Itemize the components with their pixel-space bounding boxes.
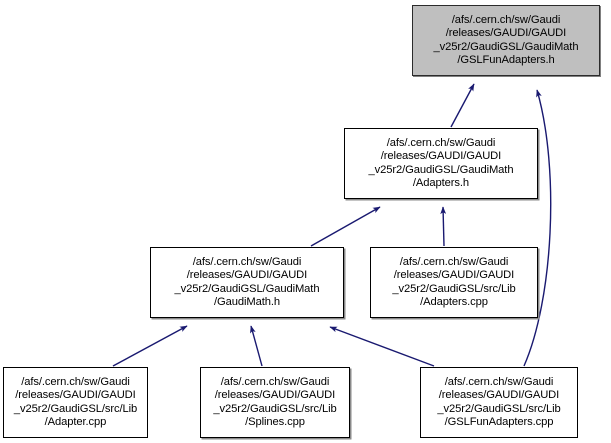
node-splines-cpp[interactable]: /afs/.cern.ch/sw/Gaudi /releases/GAUDI/G… xyxy=(200,367,350,438)
edge-gaudimath-h-to-adapters-h xyxy=(310,206,381,247)
node-label: /afs/.cern.ch/sw/Gaudi /releases/GAUDI/G… xyxy=(13,375,138,428)
node-label: /afs/.cern.ch/sw/Gaudi /releases/GAUDI/G… xyxy=(437,375,561,428)
edge-adapters-cpp-to-adapters-h xyxy=(440,206,447,247)
edge-adapter-cpp-to-gaudimath-h xyxy=(112,325,188,367)
node-gaudimath-h[interactable]: /afs/.cern.ch/sw/Gaudi /releases/GAUDI/G… xyxy=(150,247,344,318)
node-adapter-cpp[interactable]: /afs/.cern.ch/sw/Gaudi /releases/GAUDI/G… xyxy=(3,367,148,438)
node-adapters-cpp[interactable]: /afs/.cern.ch/sw/Gaudi /releases/GAUDI/G… xyxy=(370,247,538,318)
node-gslfunadapters-h[interactable]: /afs/.cern.ch/sw/Gaudi /releases/GAUDI/G… xyxy=(412,5,600,76)
node-adapters-h[interactable]: /afs/.cern.ch/sw/Gaudi /releases/GAUDI/G… xyxy=(344,128,538,199)
node-gslfunadapters-cpp[interactable]: /afs/.cern.ch/sw/Gaudi /releases/GAUDI/G… xyxy=(420,367,578,438)
node-label: /afs/.cern.ch/sw/Gaudi /releases/GAUDI/G… xyxy=(213,375,337,428)
node-label: /afs/.cern.ch/sw/Gaudi /releases/GAUDI/G… xyxy=(392,255,516,308)
node-label: /afs/.cern.ch/sw/Gaudi /releases/GAUDI/G… xyxy=(433,13,579,66)
node-label: /afs/.cern.ch/sw/Gaudi /releases/GAUDI/G… xyxy=(368,136,514,189)
edge-splines-cpp-to-gaudimath-h xyxy=(250,325,263,367)
edge-gslfunadapters-cpp-to-gaudimath-h xyxy=(329,326,435,367)
edge-adapters-h-to-gslfunadapters-h xyxy=(450,83,475,128)
node-label: /afs/.cern.ch/sw/Gaudi /releases/GAUDI/G… xyxy=(174,255,320,308)
